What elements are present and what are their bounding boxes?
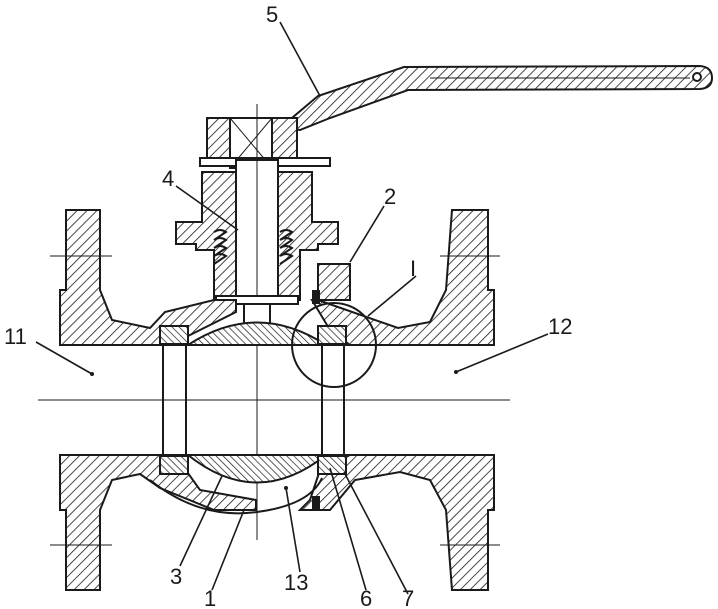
- label-13: 13: [284, 570, 308, 595]
- label-3: 3: [170, 564, 182, 589]
- left-body: [50, 209, 257, 591]
- handle-lever: [277, 64, 714, 132]
- bonnet: [175, 171, 339, 301]
- leader-lines: [35, 21, 549, 595]
- packing-right: [279, 229, 294, 265]
- label-4: 4: [162, 166, 174, 191]
- label-6: 6: [360, 586, 372, 609]
- seats: [159, 290, 347, 510]
- detail-circle: [291, 302, 377, 388]
- label-1: 1: [204, 586, 216, 609]
- label-detail-i: I: [410, 256, 416, 281]
- label-12: 12: [548, 314, 572, 339]
- label-5: 5: [266, 2, 278, 27]
- label-2: 2: [384, 184, 396, 209]
- right-body: [297, 209, 500, 591]
- label-7: 7: [402, 586, 414, 609]
- bore: [38, 344, 510, 456]
- packing-left: [213, 229, 228, 265]
- label-11: 11: [4, 324, 27, 349]
